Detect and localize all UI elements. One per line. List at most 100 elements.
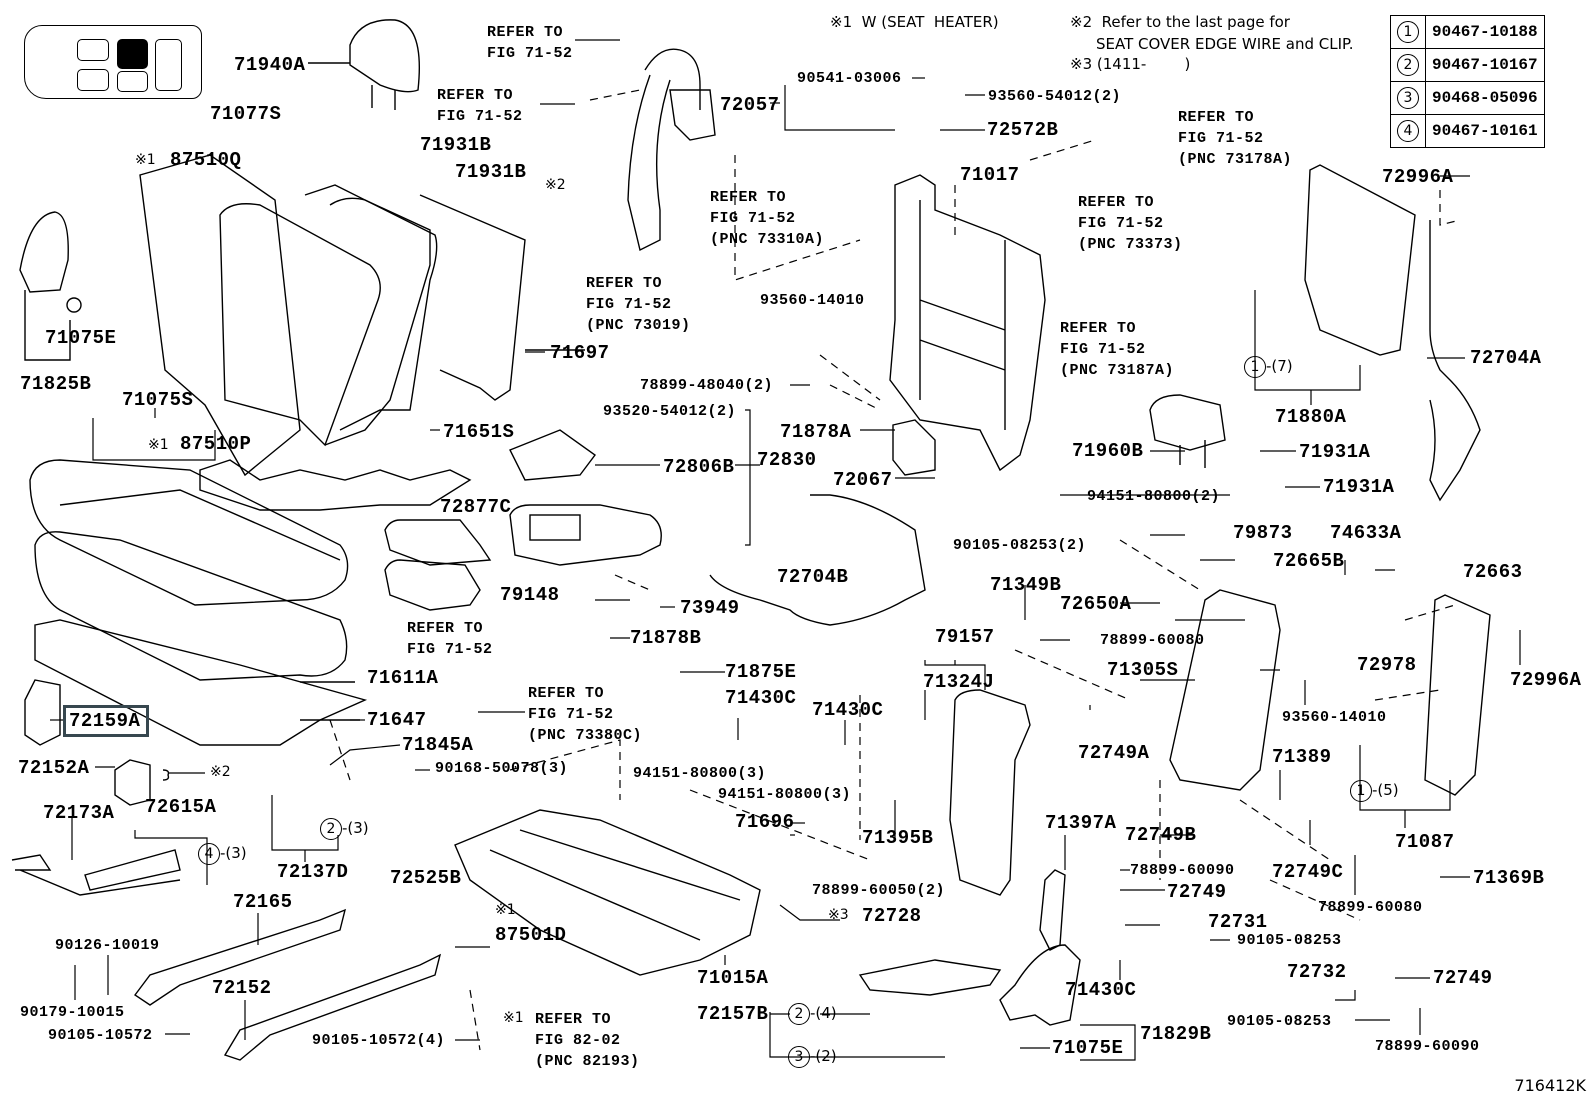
part-87510P[interactable]: 87510P [180, 433, 252, 455]
part-71829B[interactable]: 71829B [1140, 1023, 1212, 1045]
part-71015A[interactable]: 71015A [697, 967, 769, 989]
part-78899-60080[interactable]: 78899-60080 [1318, 899, 1423, 916]
part-71696[interactable]: 71696 [735, 811, 795, 833]
part-71077S[interactable]: 71077S [210, 103, 282, 125]
part-90179-10015[interactable]: 90179-10015 [20, 1004, 125, 1021]
part-90168-50078[interactable]: 90168-50078(3) [435, 760, 569, 777]
part-71647[interactable]: 71647 [367, 709, 427, 731]
part-94151-80800[interactable]: 94151-80800(2) [1087, 488, 1221, 505]
part-71397A[interactable]: 71397A [1045, 812, 1117, 834]
part-72663[interactable]: 72663 [1463, 561, 1523, 583]
part-71940A[interactable]: 71940A [234, 54, 306, 76]
part-71017[interactable]: 71017 [960, 164, 1020, 186]
part-93560-14010[interactable]: 93560-14010 [760, 292, 865, 309]
part-79148[interactable]: 79148 [500, 584, 560, 606]
part-71875E[interactable]: 71875E [725, 661, 797, 683]
refer-pnc-73187A[interactable]: REFER TO FIG 71-52 (PNC 73187A) [1060, 320, 1175, 379]
part-72830[interactable]: 72830 [757, 449, 817, 471]
refer-fig-71-52[interactable]: REFER TO FIG 71-52 [437, 87, 523, 125]
part-78899-48040[interactable]: 78899-48040(2) [640, 377, 774, 394]
part-71349B[interactable]: 71349B [990, 574, 1062, 596]
refer-pnc-73380C[interactable]: REFER TO FIG 71-52 (PNC 73380C) [528, 685, 643, 744]
part-71878A[interactable]: 71878A [780, 421, 852, 443]
refer-fig-71-52[interactable]: REFER TO FIG 71-52 [407, 620, 493, 658]
part-71087[interactable]: 71087 [1395, 831, 1455, 853]
part-90105-10572[interactable]: 90105-10572 [48, 1027, 153, 1044]
part-72704A[interactable]: 72704A [1470, 347, 1542, 369]
part-79157[interactable]: 79157 [935, 626, 995, 648]
part-71389[interactable]: 71389 [1272, 746, 1332, 768]
part-72749[interactable]: 72749 [1433, 967, 1493, 989]
part-72173A[interactable]: 72173A [43, 802, 115, 824]
part-71651S[interactable]: 71651S [443, 421, 515, 443]
part-71931A[interactable]: 71931A [1323, 476, 1395, 498]
part-72572B[interactable]: 72572B [987, 119, 1059, 141]
legend-part[interactable]: 90467-10188 [1425, 15, 1545, 49]
part-72996A[interactable]: 72996A [1382, 166, 1454, 188]
part-71825B[interactable]: 71825B [20, 373, 92, 395]
part-71075S[interactable]: 71075S [122, 389, 194, 411]
legend-part[interactable]: 90467-10167 [1425, 48, 1545, 82]
refer-pnc-82193[interactable]: REFER TO FIG 82-02 (PNC 82193) [535, 1011, 640, 1070]
part-72152[interactable]: 72152 [212, 977, 272, 999]
part-72996A[interactable]: 72996A [1510, 669, 1582, 691]
part-90105-08253[interactable]: 90105-08253 [1237, 932, 1342, 949]
legend-part[interactable]: 90468-05096 [1425, 81, 1545, 115]
part-90126-10019[interactable]: 90126-10019 [55, 937, 160, 954]
part-93520-54012[interactable]: 93520-54012(2) [603, 403, 737, 420]
part-71395B[interactable]: 71395B [862, 827, 934, 849]
part-71960B[interactable]: 71960B [1072, 440, 1144, 462]
part-72749B[interactable]: 72749B [1125, 824, 1197, 846]
part-71324J[interactable]: 71324J [923, 671, 995, 693]
refer-pnc-73019[interactable]: REFER TO FIG 71-52 (PNC 73019) [586, 275, 691, 334]
part-78899-60080[interactable]: 78899-60080 [1100, 632, 1205, 649]
part-71845A[interactable]: 71845A [402, 734, 474, 756]
part-93560-14010[interactable]: 93560-14010 [1282, 709, 1387, 726]
part-90541-03006[interactable]: 90541-03006 [797, 70, 902, 87]
part-72137D[interactable]: 72137D [277, 861, 349, 883]
part-71880A[interactable]: 71880A [1275, 406, 1347, 428]
refer-pnc-73373[interactable]: REFER TO FIG 71-52 (PNC 73373) [1078, 194, 1183, 253]
refer-fig-71-52[interactable]: REFER TO FIG 71-52 [487, 24, 573, 62]
part-72525B[interactable]: 72525B [390, 867, 462, 889]
part-72732[interactable]: 72732 [1287, 961, 1347, 983]
part-71305S[interactable]: 71305S [1107, 659, 1179, 681]
refer-pnc-73178A[interactable]: REFER TO FIG 71-52 (PNC 73178A) [1178, 109, 1293, 168]
part-72615A[interactable]: 72615A [145, 796, 217, 818]
legend-part[interactable]: 90467-10161 [1425, 114, 1545, 148]
part-90105-08253[interactable]: 90105-08253 [1227, 1013, 1332, 1030]
part-72159A[interactable]: 72159A [69, 710, 141, 732]
part-71931A[interactable]: 71931A [1299, 441, 1371, 463]
part-72749C[interactable]: 72749C [1272, 861, 1344, 883]
part-72806B[interactable]: 72806B [663, 456, 735, 478]
part-72057[interactable]: 72057 [720, 94, 780, 116]
part-71430C[interactable]: 71430C [725, 687, 797, 709]
part-79873[interactable]: 79873 [1233, 522, 1293, 544]
part-71075E[interactable]: 71075E [45, 327, 117, 349]
part-90105-08253[interactable]: 90105-08253(2) [953, 537, 1087, 554]
part-71075E[interactable]: 71075E [1052, 1037, 1124, 1059]
part-72165[interactable]: 72165 [233, 891, 293, 913]
part-71611A[interactable]: 71611A [367, 667, 439, 689]
part-90105-10572[interactable]: 90105-10572(4) [312, 1032, 446, 1049]
part-72749A[interactable]: 72749A [1078, 742, 1150, 764]
part-72728[interactable]: 72728 [862, 905, 922, 927]
part-72978[interactable]: 72978 [1357, 654, 1417, 676]
part-94151-80800[interactable]: 94151-80800(3) [718, 786, 852, 803]
part-71430C[interactable]: 71430C [1065, 979, 1137, 1001]
refer-pnc-73310A[interactable]: REFER TO FIG 71-52 (PNC 73310A) [710, 189, 825, 248]
part-94151-80800[interactable]: 94151-80800(3) [633, 765, 767, 782]
part-72067[interactable]: 72067 [833, 469, 893, 491]
part-72650A[interactable]: 72650A [1060, 593, 1132, 615]
part-72152A[interactable]: 72152A [18, 757, 90, 779]
part-73949[interactable]: 73949 [680, 597, 740, 619]
part-87510Q[interactable]: 87510Q [170, 149, 242, 171]
part-71430C[interactable]: 71430C [812, 699, 884, 721]
part-93560-54012[interactable]: 93560-54012(2) [988, 88, 1122, 105]
part-71931B[interactable]: 71931B [455, 161, 527, 183]
part-87501D[interactable]: 87501D [495, 924, 567, 946]
part-72665B[interactable]: 72665B [1273, 550, 1345, 572]
part-72731[interactable]: 72731 [1208, 911, 1268, 933]
part-72749[interactable]: 72749 [1167, 881, 1227, 903]
part-71878B[interactable]: 71878B [630, 627, 702, 649]
